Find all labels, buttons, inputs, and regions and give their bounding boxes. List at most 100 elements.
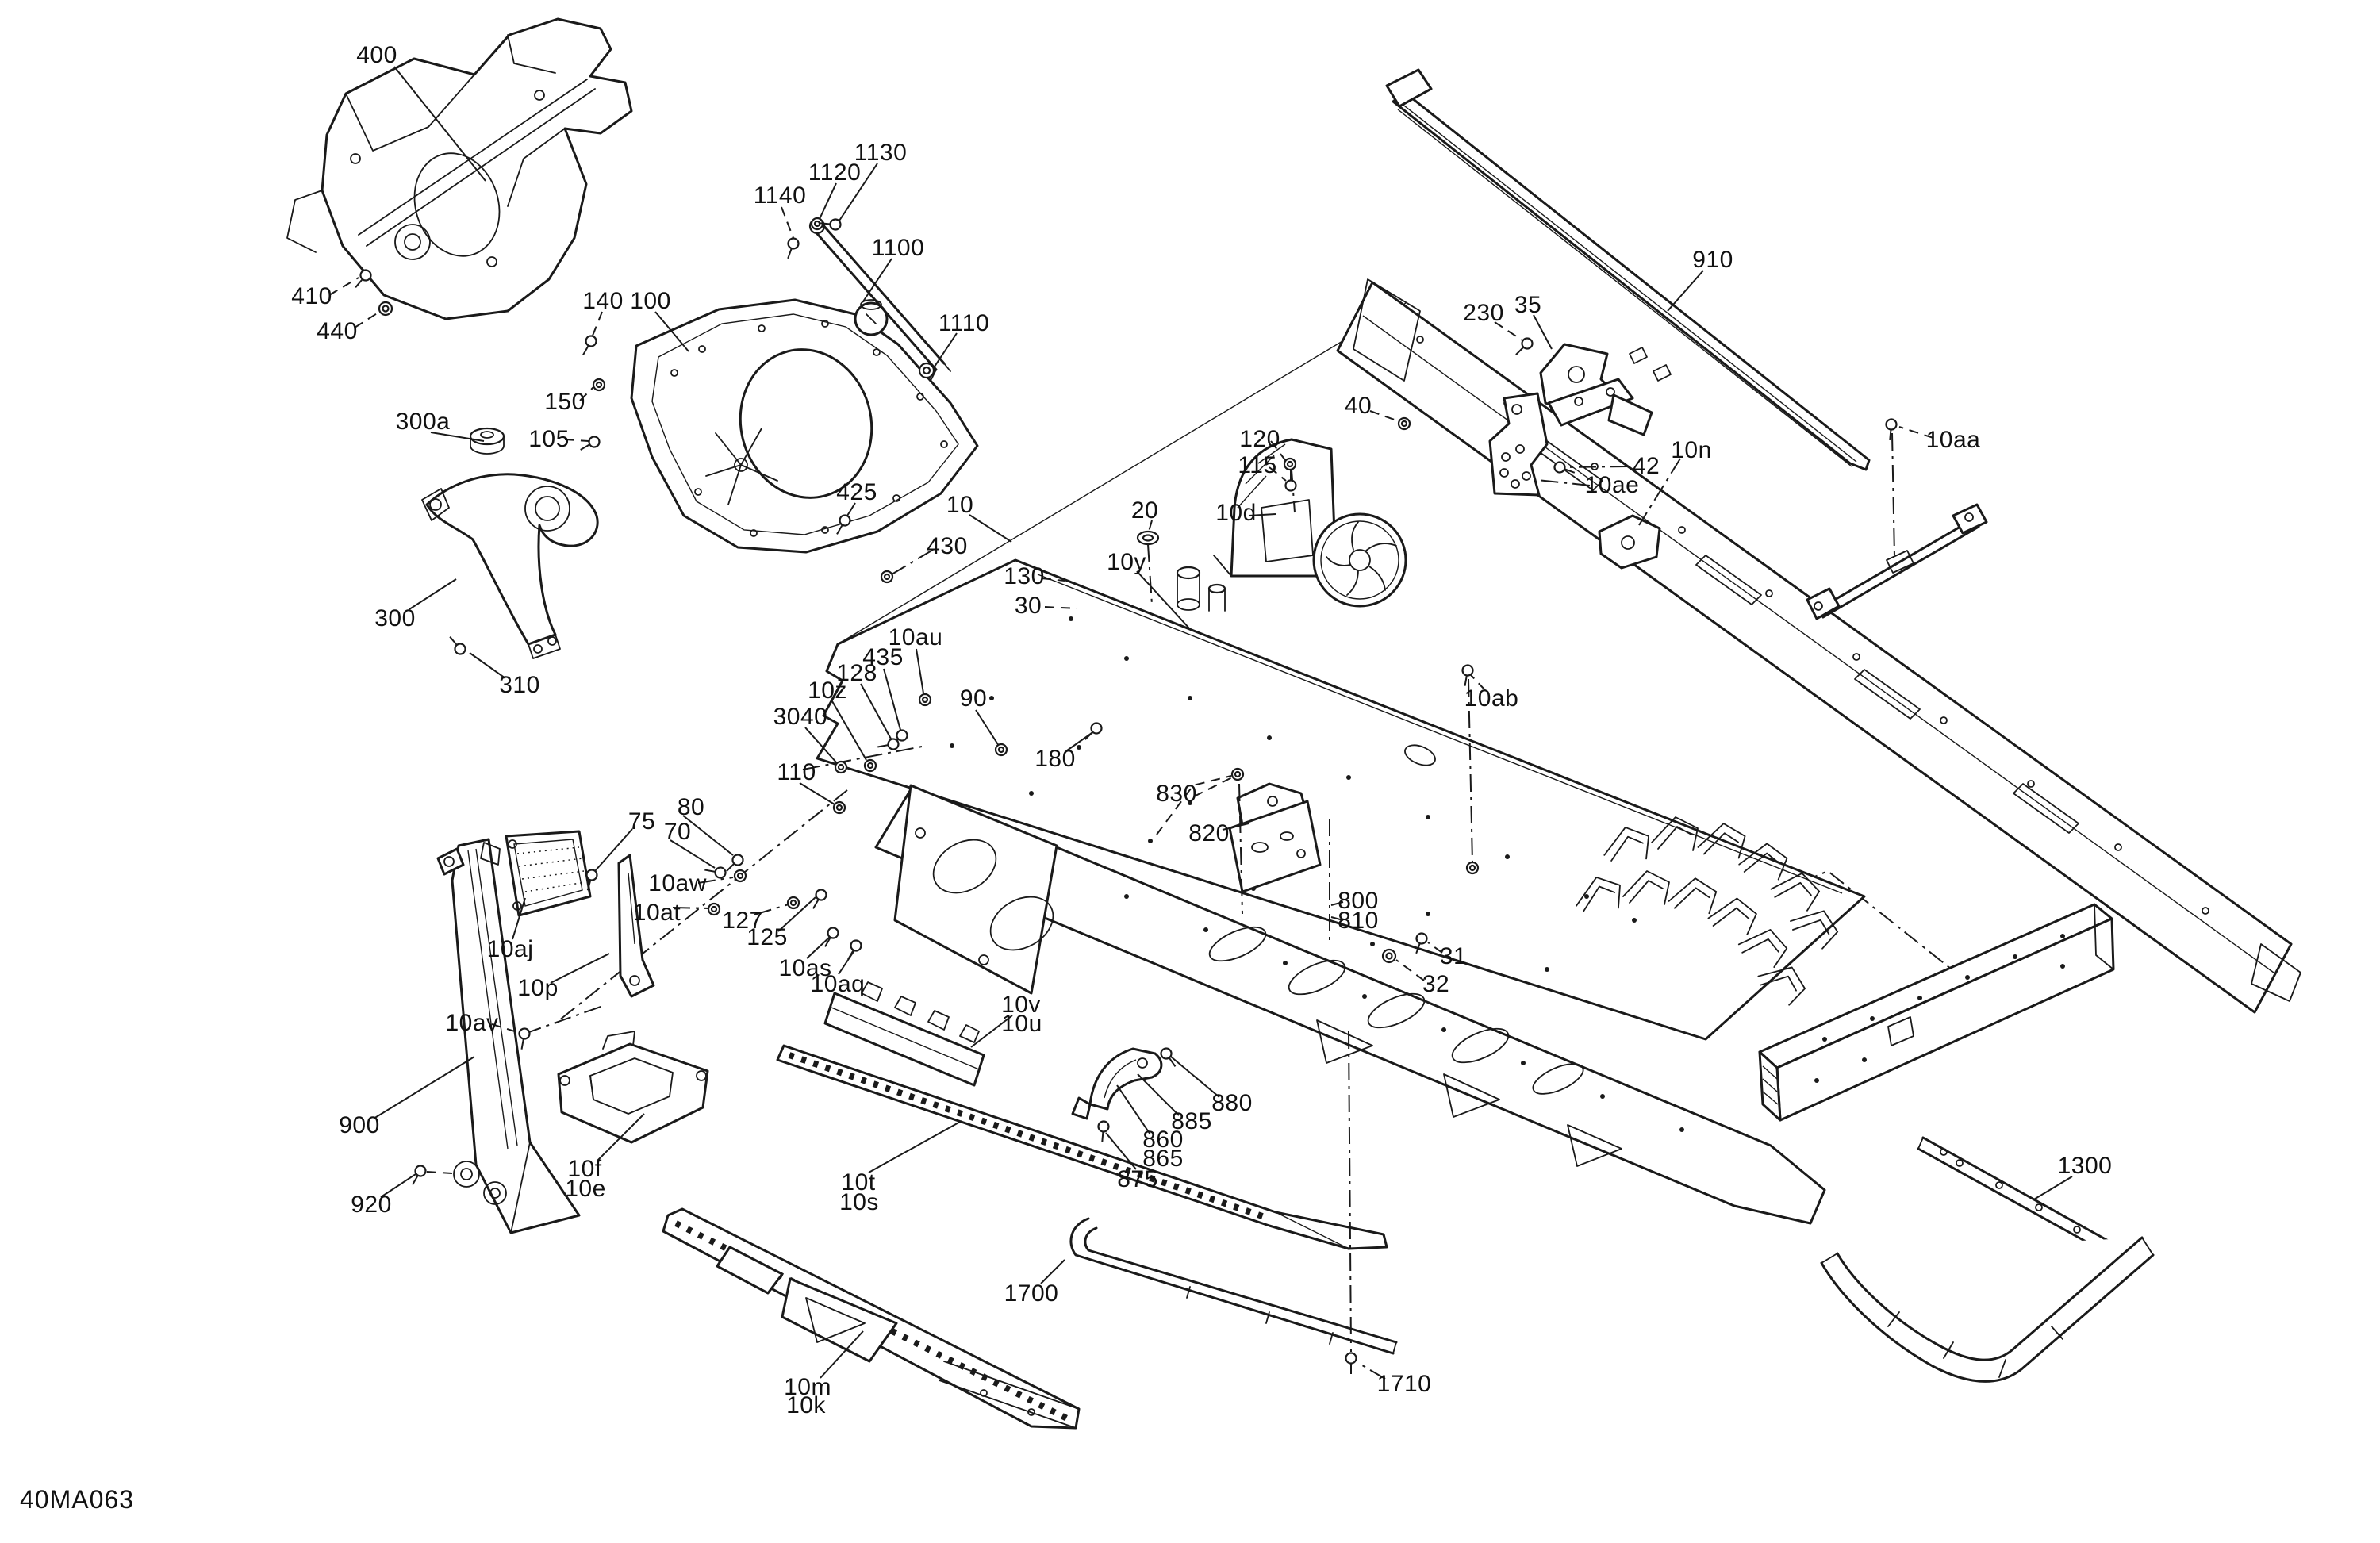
bracket-830-820 [1156,775,1322,893]
part-label-860: 860 [1142,1127,1184,1153]
cross-shaft [1806,503,1988,620]
front-floor-fittings-10y [1176,566,1226,612]
part-label-10f: 10f [567,1156,602,1182]
part-label-885: 885 [1171,1108,1212,1134]
part-label-10ae: 10ae [1584,472,1640,498]
running-board-10m-10k [662,1207,1081,1430]
part-label-1700: 1700 [1004,1280,1059,1307]
part-label-35: 35 [1514,292,1542,318]
part-label-130: 130 [1004,563,1045,589]
part-label-180: 180 [1035,746,1076,772]
part-label-42: 42 [1632,453,1660,479]
part-label-430: 430 [927,533,968,559]
upper-rail-910 [1385,68,1871,471]
part-label-140: 140 [582,288,624,314]
part-label-410: 410 [291,283,332,309]
part-label-1710: 1710 [1376,1371,1432,1397]
part-label-20: 20 [1130,497,1159,524]
part-label-810: 810 [1338,908,1379,934]
part-label-10aa: 10aa [1925,427,1981,453]
construction-lines [555,302,1983,1024]
part-label-1120: 1120 [808,159,862,186]
part-label-70: 70 [663,819,692,845]
part-label-90: 90 [959,685,988,712]
part-label-800: 800 [1338,888,1379,914]
rear-bar-1700 [1069,1217,1398,1355]
lower-a-arm-300 [421,473,599,659]
carrier-10f-10e [557,1031,709,1144]
part-label-80: 80 [677,794,705,820]
part-label-1140: 1140 [753,182,807,209]
part-label-820: 820 [1188,820,1230,846]
grommet-300a [469,427,505,455]
leader-lines [328,66,2073,1380]
part-label-10as: 10as [778,955,832,981]
part-label-120: 120 [1239,426,1280,452]
part-label-10aj: 10aj [486,936,534,962]
part-label-875: 875 [1117,1166,1158,1192]
bracket-upper-fragment [1607,393,1653,436]
part-label-150: 150 [544,389,585,415]
rear-beam [1758,903,2115,1122]
part-label-880: 880 [1211,1090,1253,1116]
part-label-300a: 300a [395,409,451,435]
part-label-40: 40 [1344,393,1372,419]
bracket-10ae [1488,392,1549,497]
part-label-10s: 10s [839,1189,879,1215]
diagram-code: 40MA063 [20,1485,134,1514]
part-label-10p: 10p [517,975,559,1001]
part-label-10v: 10v [1001,992,1041,1018]
part-label-440: 440 [317,318,358,344]
part-label-435: 435 [862,644,904,670]
front-suspension-module-400 [286,17,633,320]
part-label-105: 105 [528,426,570,452]
running-board-10t-10s [776,1044,1388,1250]
bracket-10n [1598,514,1661,570]
part-label-30: 30 [1014,593,1042,619]
part-label-10t: 10t [841,1169,876,1196]
part-label-10av: 10av [445,1010,499,1036]
mesh-plate-10aj [480,830,592,917]
part-label-1110: 1110 [938,310,990,336]
part-label-10n: 10n [1671,437,1712,463]
bracket-35 [1539,343,1634,427]
part-label-110: 110 [777,759,816,785]
part-label-1300: 1300 [2057,1153,2113,1179]
part-label-910: 910 [1692,247,1733,273]
engine-cradle-100 [630,298,979,554]
part-label-425: 425 [836,479,877,505]
strut-10p [617,854,655,998]
part-label-125: 125 [747,924,788,950]
part-label-10e: 10e [565,1176,606,1202]
part-label-10: 10 [946,492,974,518]
part-label-10au: 10au [888,624,943,651]
rear-bumper-1300 [1820,1136,2155,1383]
part-label-127: 127 [722,908,763,934]
part-label-10z: 10z [808,677,847,704]
part-label-32: 32 [1422,971,1450,997]
side-panel-900 [426,838,581,1234]
part-label-920: 920 [351,1192,392,1218]
bracket-10v-10u [823,981,985,1087]
part-label-10aw: 10aw [648,870,707,896]
support-bracket-880 [1071,1047,1163,1120]
part-label-3040: 3040 [773,704,828,730]
part-label-10m: 10m [784,1374,831,1400]
part-label-10d: 10d [1215,500,1257,526]
part-label-128: 128 [836,660,877,686]
part-label-10k: 10k [786,1392,826,1418]
tunnel-floor [816,558,1866,1041]
part-label-10at: 10at [632,900,681,926]
part-label-310: 310 [499,672,540,698]
part-label-830: 830 [1156,781,1197,807]
part-label-100: 100 [630,288,671,314]
part-label-75: 75 [628,808,656,835]
part-label-900: 900 [339,1112,380,1138]
part-label-865: 865 [1142,1146,1184,1172]
part-label-31: 31 [1439,943,1468,969]
part-label-300: 300 [374,605,416,631]
tunnel-right-wall [1336,278,2301,1014]
grommet-20 [1136,530,1160,546]
